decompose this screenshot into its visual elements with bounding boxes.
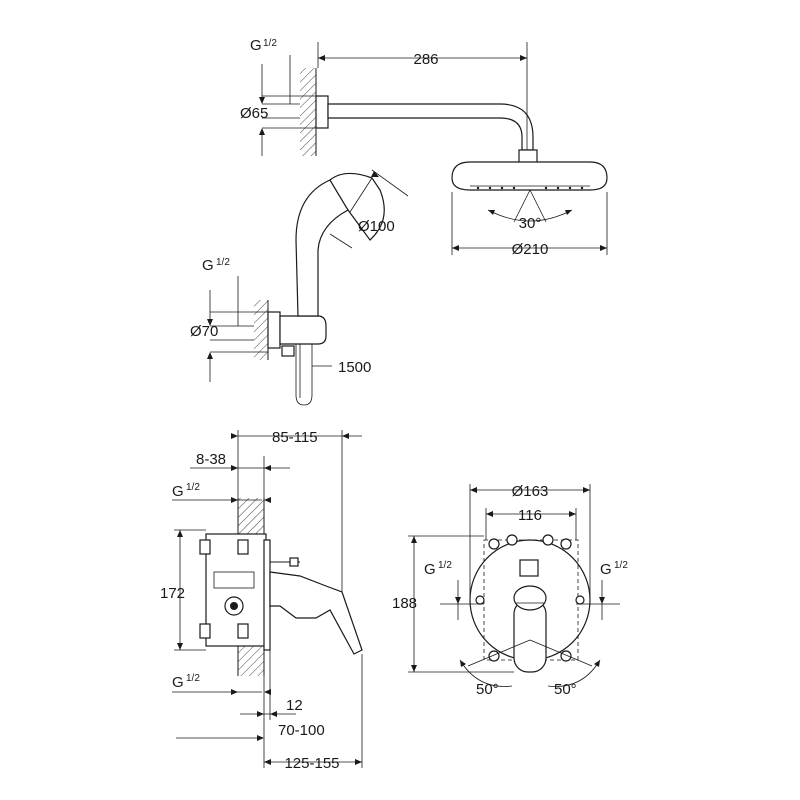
front-left-thread-label: G	[424, 561, 436, 578]
plate-thickness-label: 12	[286, 697, 303, 714]
overhead-shower-head	[451, 161, 608, 191]
front-right-thread-fraction: 1/2	[614, 560, 628, 571]
front-height-label: 188	[392, 595, 417, 612]
front-right-thread-label: G	[600, 561, 612, 578]
side-top-thread-fraction: 1/2	[186, 482, 200, 493]
mixer-side-view-drawing: 85-115 8-38 G 1/2 172 G 1/2 12	[160, 429, 363, 772]
mixer-front-view-drawing: Ø163 116 188 G 1/2 G 1/2 50° 50°	[392, 483, 628, 698]
body-lugs	[475, 534, 585, 662]
lever-top	[513, 585, 547, 611]
arm-length-label: 286	[413, 51, 438, 68]
flange-diameter-label: Ø65	[240, 105, 268, 122]
overhead-thread-fraction: 1/2	[263, 38, 277, 49]
spray-dots	[476, 186, 584, 190]
shower-holder	[279, 315, 327, 345]
overhead-thread-label: G	[250, 37, 262, 54]
hand-shower-head	[329, 172, 385, 241]
head-diameter-label: Ø210	[512, 241, 549, 258]
hand-shower-handle	[295, 179, 349, 317]
hose-length-label: 1500	[338, 359, 371, 376]
hand-shower-drawing: Ø100 G 1/2 Ø70 1500	[190, 169, 409, 406]
cover-plate	[263, 539, 271, 651]
tilt-angle-label: 30°	[519, 215, 542, 232]
hand-thread-fraction: 1/2	[216, 257, 230, 268]
mounting-spacing-label: 116	[518, 507, 542, 524]
hand-head-diameter-label: Ø100	[358, 218, 395, 235]
side-bottom-thread-fraction: 1/2	[186, 673, 200, 684]
side-top-thread-label: G	[172, 483, 184, 500]
wall-outlet	[267, 311, 281, 349]
hand-shower-wall	[254, 300, 268, 360]
hose-nut	[281, 345, 295, 357]
left-rotation-label: 50°	[476, 681, 499, 698]
handle-projection-label: 70-100	[278, 722, 325, 739]
front-left-thread-fraction: 1/2	[438, 560, 452, 571]
shower-hose	[295, 344, 313, 406]
overhead-wall	[300, 68, 316, 156]
overhead-shower-drawing: 286 G 1/2 Ø65 Ø210 30°	[240, 37, 608, 258]
front-lever	[513, 599, 547, 673]
total-depth-label: 85-115	[272, 429, 318, 446]
side-bottom-thread-label: G	[172, 674, 184, 691]
rosette-diameter-label: Ø163	[512, 483, 549, 500]
outlet-diameter-label: Ø70	[190, 323, 218, 340]
overall-projection-label: 125-155	[284, 755, 339, 772]
install-depth-label: 8-38	[196, 451, 226, 468]
right-rotation-label: 50°	[554, 681, 577, 698]
body-height-label: 172	[160, 585, 185, 602]
concealed-body	[205, 533, 267, 647]
mixer-lever	[269, 571, 363, 655]
hand-thread-label: G	[202, 257, 214, 274]
overhead-flange	[315, 95, 329, 129]
shower-arm	[327, 103, 534, 151]
